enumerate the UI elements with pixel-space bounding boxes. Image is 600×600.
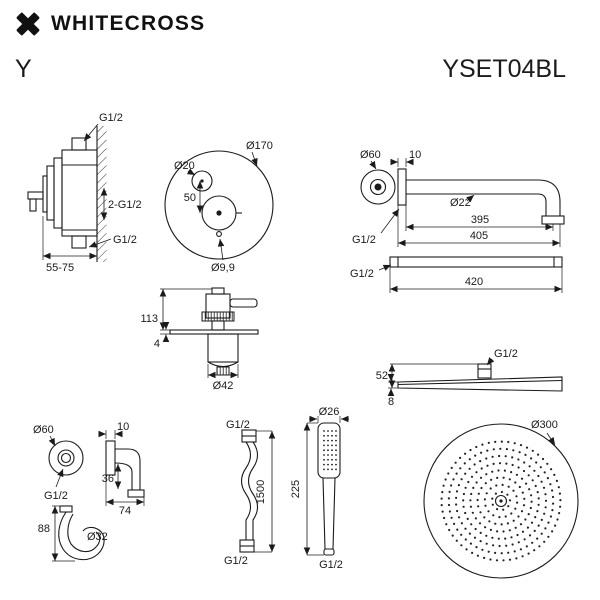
mixer-side-view: G1/2 2-G1/2 G1/2 55-75 — [27, 112, 142, 274]
trim-diverter-diameter-label: Ø20 — [174, 160, 195, 172]
mixer-top-thread-label: G1/2 — [99, 112, 123, 124]
brand-name: WHITECROSS — [51, 12, 206, 35]
outlet-drop-label: 36 — [102, 473, 114, 485]
mixer-bottom-thread-label: G1/2 — [113, 234, 137, 246]
model-code: YSET04BL — [442, 55, 566, 83]
mixer-trim-face-view: Ø170 Ø20 50 Ø9,9 — [164, 140, 274, 274]
mixer-depth-label: 55-75 — [46, 262, 74, 274]
arm-length-to-bend-label: 395 — [471, 214, 489, 226]
arm-straight-length-label: 420 — [465, 276, 483, 288]
brand-logo: WHITECROSS — [13, 9, 205, 39]
outlet-thread-label: G1/2 — [44, 490, 68, 502]
trim-body-diameter-label: Ø42 — [213, 380, 234, 392]
head-edge-thickness-label: 8 — [388, 396, 394, 408]
arm-tube-diameter-label: Ø22 — [450, 197, 471, 209]
hose-length-label: 1500 — [255, 480, 267, 504]
holder-diameter-label: Ø32 — [87, 531, 108, 543]
whitecross-x-icon — [16, 12, 40, 36]
arm-length-overall-label: 405 — [470, 230, 488, 242]
handshower-spray-face — [323, 430, 337, 471]
trim-plate-diameter-label: Ø170 — [246, 140, 273, 152]
overhead-top-view: Ø300 — [423, 419, 579, 579]
arm-flange-depth-label: 10 — [409, 149, 421, 161]
outlet-reach-label: 74 — [119, 505, 131, 517]
hose-top-thread-label: G1/2 — [226, 419, 250, 431]
overhead-side-view: G1/2 52 8 — [376, 348, 563, 408]
arm-straight-thread-label: G1/2 — [350, 268, 374, 280]
arm-flange-diameter-label: Ø60 — [360, 149, 381, 161]
head-height-label: 52 — [376, 370, 388, 382]
trim-plate-thickness-label: 4 — [154, 338, 160, 350]
mixer-pair-thread-label: 2-G1/2 — [108, 199, 142, 211]
handshower-view: Ø26 225 G1/2 — [290, 406, 349, 571]
head-thread-label: G1/2 — [494, 348, 518, 360]
outlet-flange-diameter-label: Ø60 — [33, 424, 54, 436]
arm-wall-thread-label: G1/2 — [352, 234, 376, 246]
head-top-diameter-label: Ø300 — [531, 419, 558, 431]
handshower-thread-label: G1/2 — [319, 559, 343, 571]
mixer-trim-side-view: 113 4 Ø42 — [140, 287, 259, 392]
series-label: Y — [15, 55, 32, 83]
shower-arm-view: Ø60 10 Ø22 395 405 G1/2 G1/2 — [350, 149, 565, 293]
handshower-diameter-label: Ø26 — [319, 406, 340, 418]
trim-offset-label: 50 — [184, 192, 196, 204]
trim-hole-diameter-label: Ø9,9 — [211, 262, 235, 274]
nozzle-pattern — [440, 440, 562, 562]
wall-outlet-view: Ø60 10 G1/2 36 74 88 Ø32 — [33, 421, 145, 562]
shower-hose-view: G1/2 G1/2 1500 — [224, 419, 276, 567]
trim-height-label: 113 — [140, 313, 158, 325]
holder-height-label: 88 — [38, 523, 50, 535]
outlet-flange-depth-label: 10 — [117, 421, 129, 433]
handshower-length-label: 225 — [290, 480, 302, 498]
hose-bottom-thread-label: G1/2 — [224, 555, 248, 567]
